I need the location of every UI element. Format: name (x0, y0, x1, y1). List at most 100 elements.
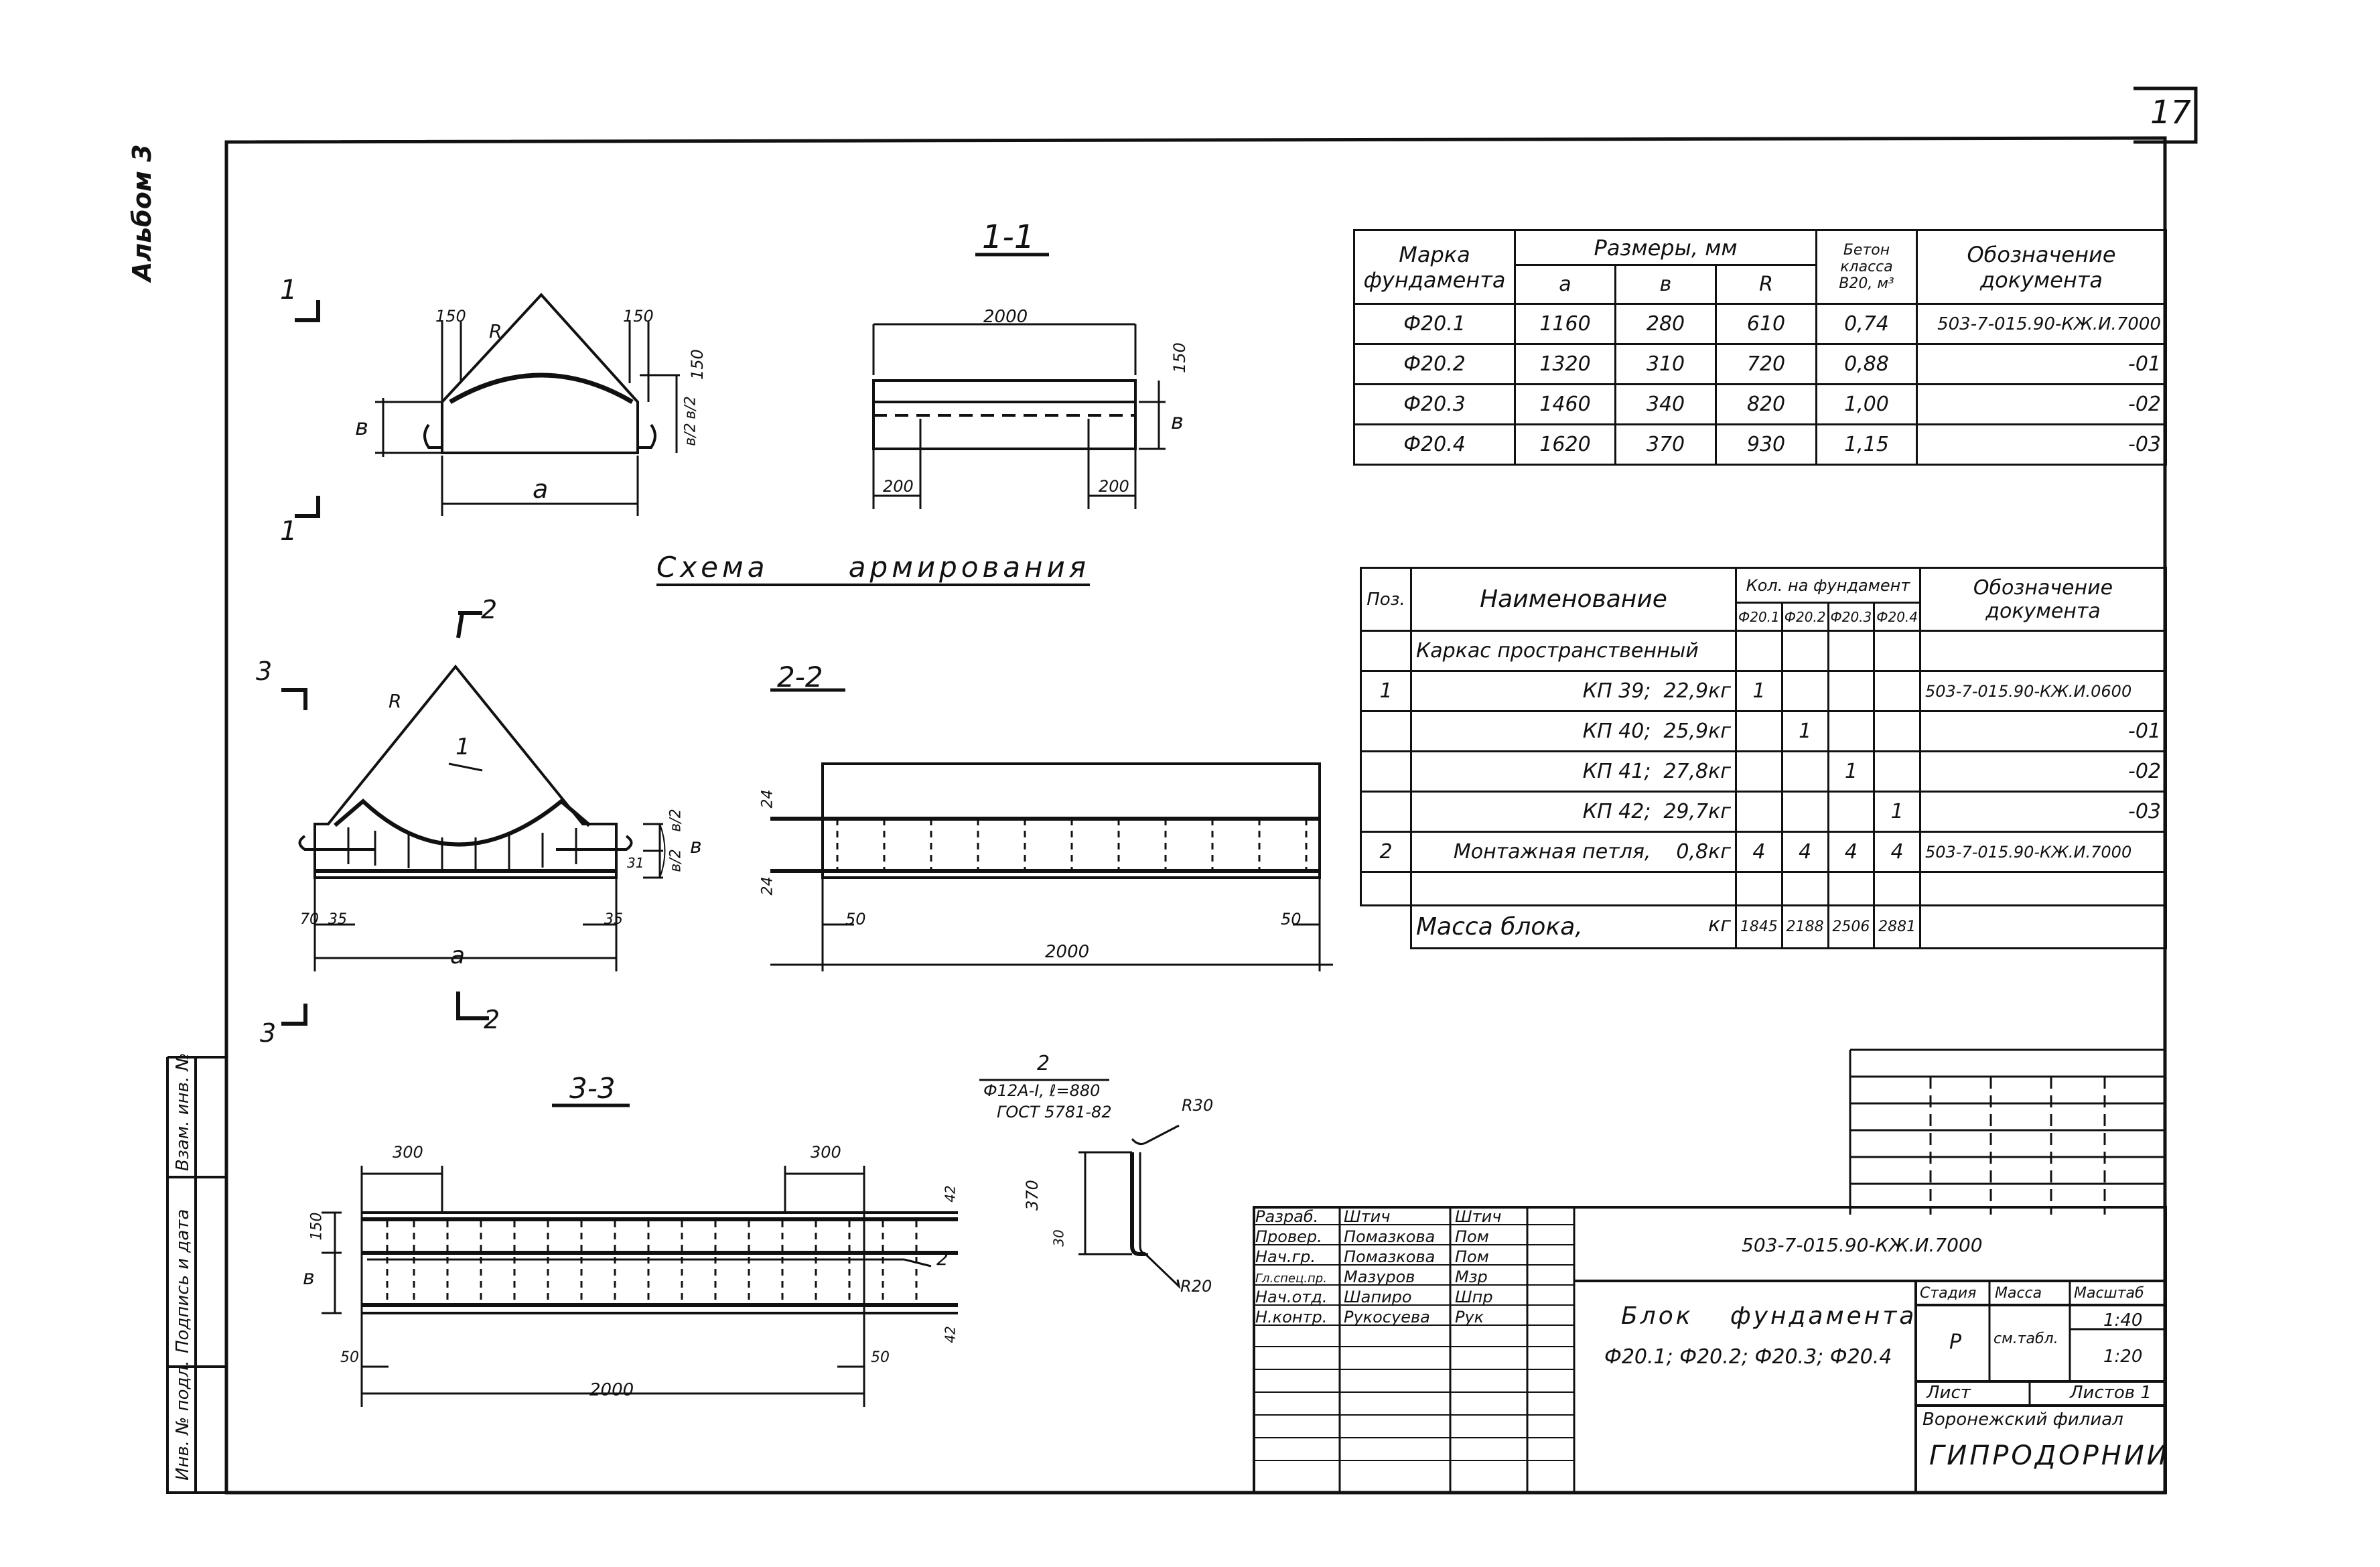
scale-value-1: 1:40 (2103, 1310, 2143, 1331)
col-header-name: Наименование (1410, 567, 1737, 632)
dim-label: 200 (1099, 477, 1129, 496)
position-label: 2 (936, 1247, 949, 1270)
cell-q4: 1 (1873, 791, 1921, 833)
group-label: Каркас пространственный (1410, 630, 1737, 672)
cell-q2: 1 (1780, 710, 1829, 752)
mass-value: см.табл. (1993, 1331, 2058, 1347)
empty-cell (1873, 871, 1921, 906)
cell-q4 (1873, 710, 1921, 752)
cell-b: 370 (1614, 423, 1717, 466)
cell-mass: 0,8кг (1676, 840, 1731, 864)
cell-doc: 503-7-015.90-КЖ.И.0600 (1919, 670, 2167, 712)
loop-pos: 2 (1037, 1052, 1050, 1075)
cell-q1 (1735, 710, 1783, 752)
col-header-f4: Ф20.4 (1873, 602, 1921, 632)
side-stamp-label: Инв. № подл. (173, 1360, 193, 1481)
mass-f1: 1845 (1735, 904, 1783, 949)
stage-header: Стадия (1920, 1285, 1977, 1302)
cell-doc: -02 (1916, 383, 2167, 425)
dim-label: в (690, 835, 702, 858)
cell-doc: -01 (1919, 710, 2167, 752)
scheme-title: Схема армирования (656, 551, 1091, 586)
col-header-a: a (1514, 264, 1616, 305)
dim-label: 50 (1281, 910, 1302, 929)
col-header-b: в (1614, 264, 1717, 305)
cell-q3 (1827, 670, 1876, 712)
specification-table: Поз. Наименование Кол. на фундамент Обоз… (1360, 567, 2167, 949)
dim-label: в/2 (682, 396, 699, 419)
mass-f2: 2188 (1780, 904, 1829, 949)
col-header-mark: Марка фундамента (1353, 229, 1516, 305)
dim-label: 300 (393, 1143, 423, 1162)
cell-mark: Ф20.3 (1353, 383, 1516, 425)
role-name: Помазкова (1344, 1227, 1436, 1246)
cell-q4: 4 (1873, 831, 1921, 873)
title-block-grid (1253, 1206, 2167, 1494)
cell-q2 (1780, 750, 1829, 793)
view-title: 2-2 (777, 661, 823, 693)
role-sign: Штич (1455, 1207, 1502, 1226)
cut-label-2: 2 (481, 595, 498, 624)
cell-q1 (1735, 750, 1783, 793)
empty-cell (1919, 871, 2167, 906)
cut-label-3: 3 (256, 657, 273, 686)
view-title: 1-1 (982, 218, 1035, 256)
cell-q1: 4 (1735, 831, 1783, 873)
role-sign: Рук (1455, 1308, 1484, 1326)
cell-q4 (1873, 750, 1921, 793)
role-name: Шапиро (1344, 1288, 1412, 1306)
revision-grid (1849, 1048, 2166, 1215)
scale-value-2: 1:20 (2103, 1347, 2143, 1367)
dim-label: 42 (942, 1185, 959, 1203)
empty-cell (1360, 630, 1412, 672)
cell-r: 930 (1715, 423, 1817, 466)
cell-concrete: 1,15 (1815, 423, 1918, 466)
dim-label: 35 (328, 911, 347, 928)
col-header-pos: Поз. (1360, 567, 1412, 632)
mass-header: Масса (1995, 1285, 2042, 1302)
col-header-doc: Обозначение документа (1919, 567, 2167, 632)
col-header-concrete: Бетон класса В20, м³ (1815, 229, 1918, 305)
dim-label: в/2 (667, 809, 685, 832)
cell-pos: 2 (1360, 831, 1412, 873)
cell-a: 1320 (1514, 343, 1616, 385)
dim-label: 150 (687, 349, 707, 380)
cell-a: 1160 (1514, 303, 1616, 345)
cell-b: 340 (1614, 383, 1717, 425)
cell-a: 1460 (1514, 383, 1616, 425)
page-number: 17 (2150, 94, 2192, 131)
empty-cell (1827, 871, 1876, 906)
dim-label: 70 (300, 911, 319, 928)
empty-cell (1360, 904, 1412, 949)
table-row: 1 КП 39; 22,9кг 1 503-7-015.90-КЖ.И.0600 (1360, 670, 2167, 712)
dim-label: 150 (1170, 342, 1189, 373)
cell-b: 280 (1614, 303, 1717, 345)
cell-name: КП 42; (1582, 800, 1651, 823)
table-row: Ф20.4 1620 370 930 1,15 -03 (1353, 423, 2167, 466)
role-label: Нач.отд. (1255, 1288, 1328, 1306)
table-row: Ф20.1 1160 280 610 0,74 503-7-015.90-КЖ.… (1353, 303, 2167, 345)
cell-q3: 1 (1827, 750, 1876, 793)
dim-label: R20 (1180, 1277, 1212, 1296)
cell-mass: 27,8кг (1663, 760, 1731, 783)
cell-doc: -01 (1916, 343, 2167, 385)
cell-q3 (1827, 710, 1876, 752)
dim-label: 42 (942, 1326, 959, 1343)
dim-label: 150 (435, 307, 466, 326)
col-header-qty: Кол. на фундамент (1735, 567, 1921, 604)
cell-r: 610 (1715, 303, 1817, 345)
dim-label: 300 (811, 1143, 841, 1162)
table-row: КП 42; 29,7кг 1 -03 (1360, 791, 2167, 833)
loop-spec: Ф12А-I, ℓ=880 (983, 1081, 1101, 1100)
mass-f4: 2881 (1873, 904, 1921, 949)
dim-label: 200 (883, 477, 914, 496)
dim-label: 50 (871, 1349, 890, 1366)
table-row: КП 41; 27,8кг 1 -02 (1360, 750, 2167, 793)
cell-concrete: 1,00 (1815, 383, 1918, 425)
